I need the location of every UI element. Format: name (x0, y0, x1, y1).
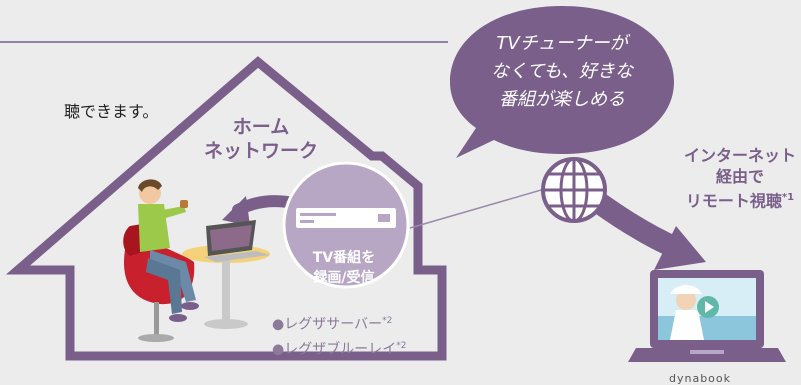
network-link-line (409, 187, 549, 229)
remote-line3-wrap: リモート視聴*1 (655, 187, 801, 211)
person-illustration (138, 179, 199, 322)
home-network-title-line2: ネットワーク (203, 140, 318, 162)
bubble-line3: 番組が楽しめる (499, 89, 625, 110)
remote-line2: 経由で (715, 167, 764, 186)
speech-bubble-text: TVチューナーが なくても、好きな 番組が楽しめる (457, 30, 667, 114)
device-name: ●レグザサーバー (272, 316, 383, 333)
device-item: ●レグザサーバー*2 (272, 311, 406, 336)
remote-viewing-label: インターネット 経由で リモート視聴*1 (655, 145, 801, 211)
speech-bubble (450, 6, 674, 158)
remote-note: *1 (781, 192, 795, 203)
house-outline (5, 56, 447, 361)
recorder-label: TV番組を 録画/受信 (296, 248, 392, 288)
bubble-line1: TVチューナーが (496, 33, 628, 54)
pc-on-table-icon (204, 220, 270, 262)
remote-line3: リモート視聴 (685, 191, 782, 211)
device-item: ●レグザブルーレイ*2 (272, 336, 406, 361)
caption-text: 聴できます。 (64, 102, 159, 121)
remote-line1: インターネット (683, 146, 796, 165)
device-note: *2 (382, 316, 393, 326)
bubble-line2: なくても、好きな (490, 61, 634, 82)
recorder-device-icon (296, 208, 396, 228)
device-note: *2 (396, 340, 407, 351)
device-name: ●レグザブルーレイ (272, 341, 397, 358)
home-network-title-line1: ホーム (232, 116, 290, 138)
device-list: ●レグザサーバー*2 ●レグザブルーレイ*2 (272, 311, 406, 360)
home-network-title: ホーム ネットワーク (181, 115, 341, 163)
dynabook-laptop-icon (628, 270, 786, 362)
recorder-label-line1: TV番組を (312, 250, 376, 266)
recorder-label-line2: 録画/受信 (313, 270, 375, 286)
laptop-brand-label: dynabook (668, 372, 732, 385)
globe-icon (541, 157, 607, 223)
recorder-to-pc-arrowhead (222, 196, 250, 226)
globe-to-laptop-arrowhead (654, 226, 706, 270)
